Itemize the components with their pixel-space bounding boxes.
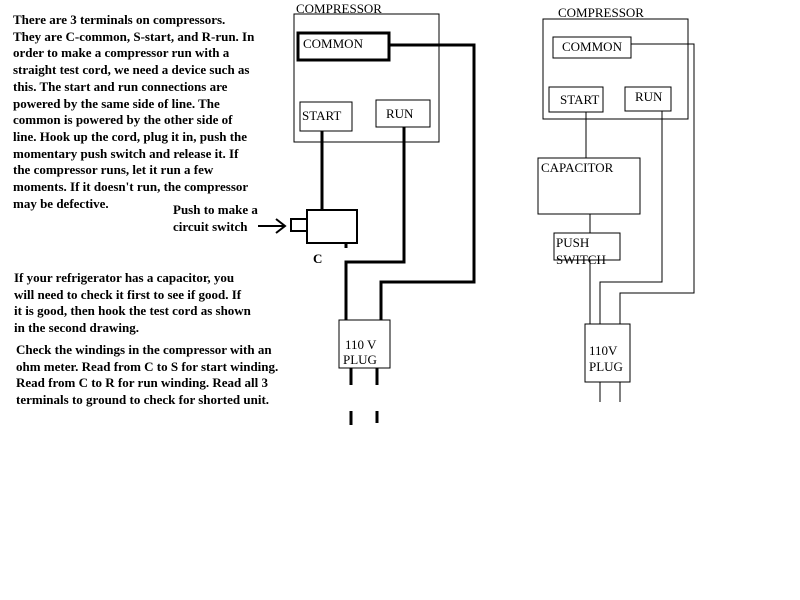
capacitor-note-line: will need to check it first to see if go…	[14, 286, 242, 302]
plug-label-1-line2: PLUG	[343, 352, 377, 367]
start-label-1: START	[302, 108, 342, 123]
capacitor-note-line: it is good, then hook the test cord as s…	[14, 303, 251, 319]
push-switch-note: Push to make a circuit switch	[173, 202, 258, 235]
run-label-2: RUN	[635, 89, 663, 104]
common-label-2: COMMON	[562, 39, 622, 54]
description-line: order to make a compressor run with a	[13, 45, 230, 61]
capacitor	[537, 157, 641, 215]
common-terminal-2	[552, 36, 632, 59]
description-line: common is powered by the other side of	[13, 112, 233, 128]
wires-diagram-1	[320, 43, 476, 320]
description-line: the compressor runs, let it run a few	[13, 162, 214, 178]
description-line: this. The start and run connections are	[13, 78, 228, 94]
description-line: moments. If it doesn't run, the compress…	[13, 179, 249, 195]
description-line: They are C-common, S-start, and R-run. I…	[13, 28, 255, 44]
start-terminal	[299, 101, 353, 132]
compressor-title-2: COMPRESSOR	[558, 5, 644, 20]
switch-c-label: C	[313, 251, 323, 266]
winding-note-line: ohm meter. Read from C to S for start wi…	[16, 358, 279, 374]
push-switch	[306, 209, 358, 244]
diagram-1	[258, 13, 476, 425]
winding-note-line: Read from C to R for run winding. Read a…	[16, 375, 268, 391]
capacitor-note: If your refrigerator has a capacitor, yo…	[14, 270, 251, 337]
run-label-1: RUN	[386, 106, 414, 121]
arrow-head-icon	[275, 218, 287, 234]
compressor-box-2	[542, 18, 689, 120]
push-note-line: circuit switch	[173, 218, 248, 234]
switch-label-2-line2: SWITCH	[556, 252, 606, 267]
diagram-2	[537, 18, 695, 402]
winding-note-line: terminals to ground to check for shorted…	[16, 392, 270, 408]
switch-button	[290, 218, 308, 232]
run-terminal-2	[624, 86, 672, 112]
plug-prongs	[349, 368, 379, 425]
description-line: straight test cord, we need a device suc…	[13, 62, 250, 78]
description-line: powered by the same side of line. The	[13, 95, 220, 111]
winding-note: Check the windings in the compressor wit…	[16, 342, 278, 409]
description-line: momentary push switch and release it. If	[13, 145, 239, 161]
description-line: may be defective.	[13, 195, 109, 211]
start-terminal-2	[548, 86, 604, 113]
compressor-box	[293, 13, 440, 143]
compressor-title-1: COMPRESSOR	[296, 1, 382, 16]
plug-label-2-line1: 110V	[589, 343, 618, 358]
capacitor-note-line: If your refrigerator has a capacitor, yo…	[14, 270, 235, 285]
plug-label-1-line1: 110 V	[345, 337, 377, 352]
capacitor-note-line: in the second drawing.	[14, 320, 139, 336]
wires-diagram-2	[585, 43, 695, 402]
description-text: There are 3 terminals on compressors. Th…	[13, 12, 254, 212]
plug-110v-2	[584, 323, 631, 383]
push-switch-2	[553, 232, 621, 261]
push-note-line: Push to make a	[173, 202, 258, 217]
plug-110v	[338, 319, 391, 369]
plug-label-2-line2: PLUG	[589, 359, 623, 374]
common-label-1: COMMON	[303, 36, 363, 51]
description-line: line. Hook up the cord, plug it in, push…	[13, 128, 248, 144]
start-label-2: START	[560, 92, 600, 107]
switch-label-2-line1: PUSH	[556, 235, 590, 250]
description-line: There are 3 terminals on compressors.	[13, 12, 226, 27]
winding-note-line: Check the windings in the compressor wit…	[16, 342, 272, 357]
capacitor-label: CAPACITOR	[541, 160, 614, 175]
